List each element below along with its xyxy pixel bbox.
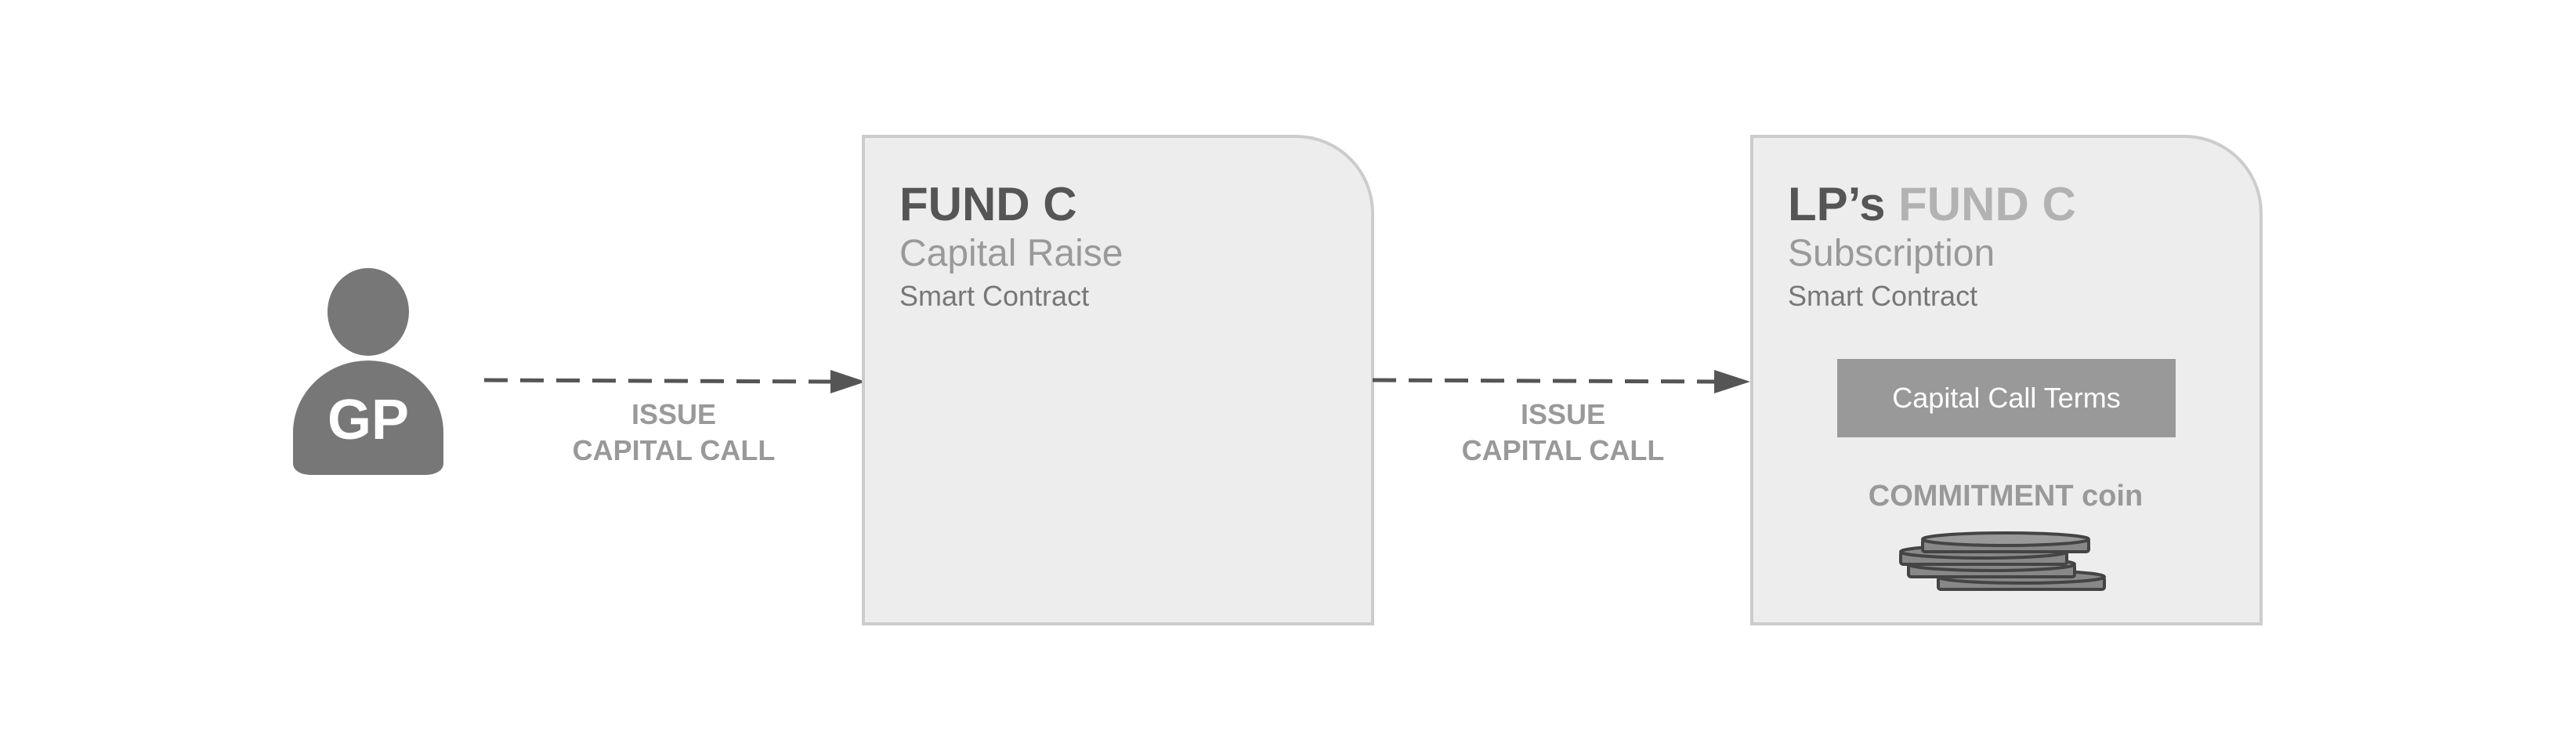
capital-call-terms-button[interactable]: Capital Call Terms [1837,359,2176,437]
lp-caption: Smart Contract [1788,280,1978,312]
lp-title-fund: FUND C [1898,178,2076,230]
gp-label: GP [327,389,410,451]
lp-subtitle: Subscription [1788,233,1995,274]
coin-stack-icon [1899,531,2106,591]
fund-c-smart-contract-box: FUND C Capital Raise Smart Contract [862,135,1374,625]
arrow-label-issue-capital-call-1: ISSUE CAPITAL CALL [572,398,776,466]
fund-caption: Smart Contract [899,280,1090,312]
arrow-gp-to-fund [483,370,866,393]
fund-title: FUND C [899,178,1077,230]
arrow-label-issue-capital-call-2: ISSUE CAPITAL CALL [1461,398,1665,466]
arrow-fund-to-lp [1372,370,1750,393]
person-icon-body [293,361,443,475]
fund-subtitle: Capital Raise [899,233,1123,274]
lp-title-prefix: LP’s [1788,178,1886,230]
commitment-coin-label: COMMITMENT coin [1868,480,2144,513]
lp-title: LP’s FUND C [1788,177,2076,232]
person-icon-head [327,268,409,356]
